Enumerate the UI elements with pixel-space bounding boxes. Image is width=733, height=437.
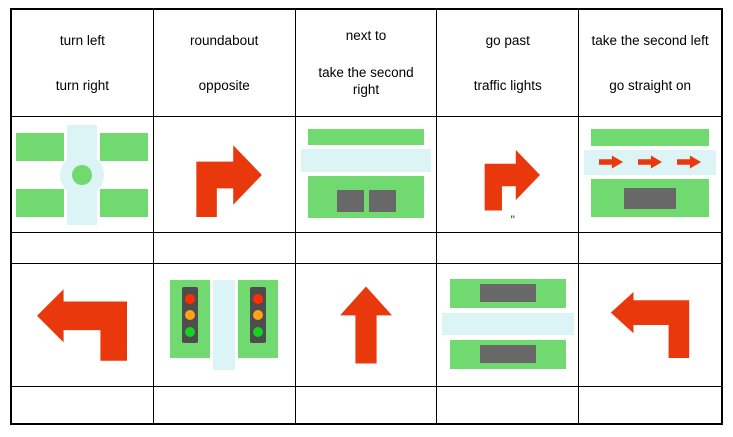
green-block <box>591 128 710 146</box>
turn-right-arrow-icon <box>196 144 263 217</box>
road <box>300 148 431 172</box>
picture-cell-go-past <box>579 117 721 233</box>
traffic-lights-icon <box>168 280 280 370</box>
road <box>441 313 574 335</box>
turn-left-arrow-icon <box>37 289 128 361</box>
signal-amber-dot <box>253 310 264 320</box>
green-block <box>100 132 149 161</box>
signal-green-dot <box>185 326 196 337</box>
answer-cell <box>579 233 721 264</box>
picture-cell-straight-on <box>295 264 438 387</box>
vocab-cell-4: go past traffic lights <box>437 10 580 117</box>
picture-cell-next-to <box>295 117 438 233</box>
small-right-arrow-icon <box>638 155 663 169</box>
answer-cell <box>154 387 296 423</box>
green-block <box>16 132 65 161</box>
small-right-arrow-icon <box>677 155 702 169</box>
turn-right-arrow-icon <box>484 149 540 210</box>
answer-cell <box>296 387 438 423</box>
green-block <box>238 280 279 358</box>
signal-amber-dot <box>185 310 196 320</box>
small-right-arrow-icon <box>599 155 624 169</box>
road <box>584 149 717 175</box>
green-block <box>100 188 149 217</box>
roundabout-island <box>72 164 93 185</box>
building <box>479 345 536 363</box>
answer-cell <box>153 233 296 264</box>
picture-cell-opposite <box>437 264 580 387</box>
matching-table: turn left turn right roundabout opposite… <box>10 8 723 425</box>
signal-green-dot <box>253 326 264 337</box>
building <box>624 187 677 209</box>
answer-cell <box>12 233 154 264</box>
answer-cell <box>579 387 721 423</box>
picture-cell-traffic-lights <box>153 264 296 387</box>
go-past-road-icon <box>584 128 717 221</box>
vocab-word: next to <box>345 28 387 44</box>
building <box>336 189 364 212</box>
answer-cell <box>12 387 154 423</box>
vocab-word: traffic lights <box>473 77 542 93</box>
vocab-word: take the second left <box>591 32 709 48</box>
picture-cell-turn-left <box>12 264 154 387</box>
vocab-word: opposite <box>198 77 250 93</box>
picture-cell-turn-left-2 <box>579 264 721 387</box>
next-to-buildings-icon <box>300 128 431 221</box>
vocab-word: go past <box>485 32 530 48</box>
building <box>368 189 396 212</box>
answer-cell <box>437 387 580 423</box>
green-block <box>307 175 424 218</box>
picture-cell-roundabout <box>12 117 154 233</box>
green-block <box>307 128 424 145</box>
traffic-light-box <box>182 287 199 343</box>
green-block <box>16 188 65 217</box>
building <box>479 284 536 302</box>
picture-cell-turn-right <box>153 117 296 233</box>
green-block <box>170 280 211 358</box>
vocab-word: take the second right <box>318 64 414 98</box>
picture-cell-turn-right-2: " <box>437 117 580 233</box>
vocab-word: turn left <box>59 32 105 48</box>
vocab-cell-5: take the second left go straight on <box>579 10 721 117</box>
roundabout-icon <box>16 124 149 225</box>
opposite-buildings-icon <box>441 279 574 371</box>
stray-quote-mark: " <box>510 213 515 227</box>
traffic-light-box <box>250 287 267 343</box>
straight-ahead-arrow-icon <box>339 286 392 364</box>
vocab-cell-2: roundabout opposite <box>153 10 296 117</box>
answer-cell <box>295 233 438 264</box>
vocab-word: turn right <box>55 77 110 93</box>
signal-red-dot <box>253 293 264 304</box>
vocab-cell-1: turn left turn right <box>12 10 154 117</box>
vocab-word: go straight on <box>609 77 691 93</box>
answer-cell <box>437 233 580 264</box>
turn-left-arrow-icon <box>610 292 690 358</box>
vocab-word: roundabout <box>190 32 259 48</box>
signal-red-dot <box>185 293 196 304</box>
vocab-cell-3: next to take the second right <box>295 10 438 117</box>
road <box>213 280 236 370</box>
